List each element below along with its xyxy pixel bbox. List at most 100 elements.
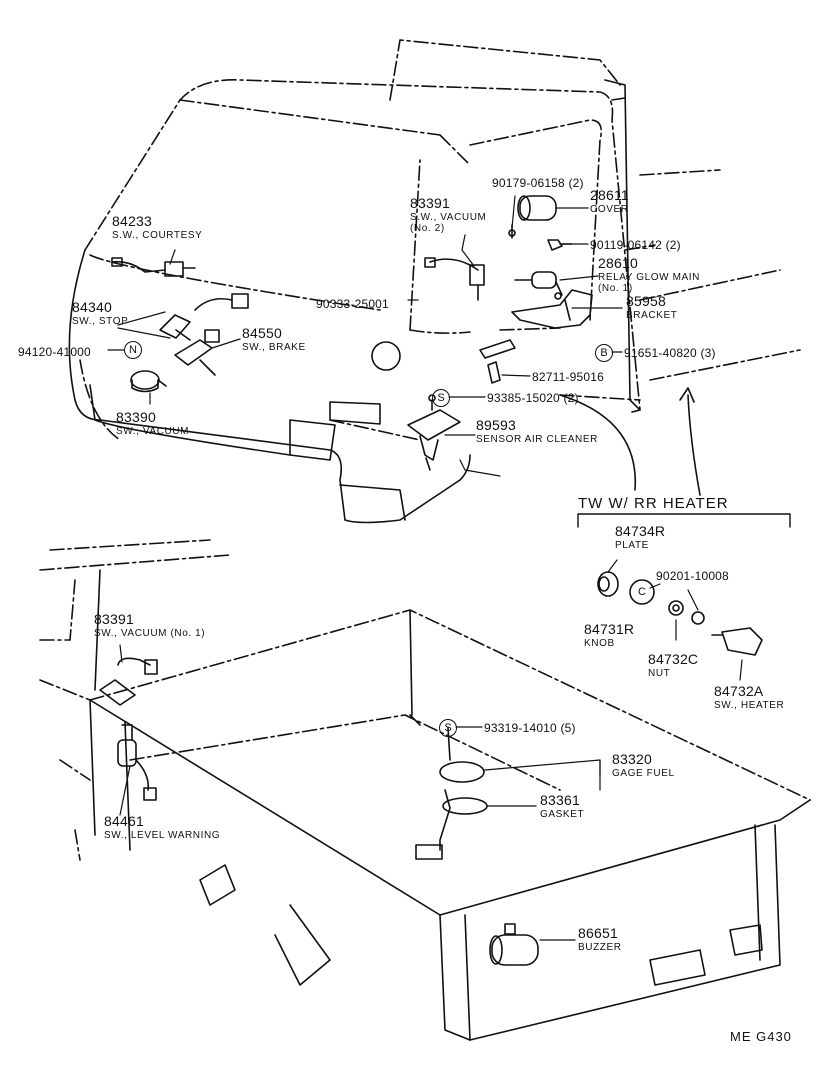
cab-outline: [79, 39, 641, 441]
heater-washer: [691, 611, 705, 625]
callout-s: S: [432, 389, 450, 407]
callout-n: N: [124, 341, 142, 359]
part-name: GAGE FUEL: [612, 768, 675, 779]
part-number: 84734R: [615, 523, 666, 539]
part-number: 83361: [540, 792, 580, 808]
buzzer-part: [489, 923, 539, 966]
rear-window: [409, 119, 603, 334]
part-name: SENSOR AIR CLEANER: [476, 434, 598, 445]
fuel-gage: [415, 727, 488, 860]
part-number: 86651: [578, 925, 618, 941]
part-name: SW., LEVEL WARNING: [104, 830, 221, 841]
part-name: SW., STOP: [72, 316, 129, 327]
part-number: 93319-14010 (5): [484, 721, 576, 735]
part-number: 93385-15020 (2): [487, 391, 579, 405]
part-name: BUZZER: [578, 942, 622, 953]
vacuum-switch: [130, 370, 167, 393]
part-name: SW., BRAKE: [242, 342, 306, 353]
label-91651: 91651-40820 (3): [624, 345, 716, 361]
cab-body-solid: [68, 79, 801, 524]
bracket-part: [511, 289, 593, 329]
label-84461: 84461 SW., LEVEL WARNING: [104, 814, 220, 841]
label-90201: 90201-10008: [656, 568, 729, 584]
label-90179: 90179-06158 (2): [492, 175, 584, 191]
part-number: 85958: [626, 293, 666, 309]
part-name: COVER: [590, 204, 629, 215]
part-number: 84340: [72, 299, 112, 315]
courtesy-switch: [111, 257, 196, 277]
part-number: 90333-25001: [316, 297, 389, 311]
cover-part: [508, 195, 557, 239]
part-name: SW., HEATER: [714, 700, 785, 711]
heater-arrow: [679, 387, 701, 496]
part-name: SW., VACUUM: [116, 426, 190, 437]
label-84734R: 84734R PLATE: [615, 524, 665, 551]
part-number: 28610: [598, 255, 638, 271]
label-86651: 86651 BUZZER: [578, 926, 622, 953]
heater-switch: [711, 627, 763, 656]
part-number: 82711-95016: [532, 370, 605, 384]
part-name: S.W., VACUUM: [410, 212, 487, 223]
heater-group-bracket: [577, 513, 791, 528]
part-number: 83391: [94, 611, 134, 627]
label-28610: 28610 RELAY GLOW MAIN (No. 1): [598, 256, 700, 294]
part-number: 89593: [476, 417, 516, 433]
part-name-detail: (No. 1): [598, 283, 633, 294]
label-28611: 28611 COVER: [590, 188, 629, 215]
label-93319: 93319-14010 (5): [484, 720, 576, 736]
heater-nut: [668, 600, 684, 616]
part-number: 83320: [612, 751, 652, 767]
part-name: PLATE: [615, 540, 649, 551]
vacuum-switch-no1: [99, 657, 158, 706]
vacuum-switch-no2: [424, 257, 485, 301]
leader-lines: [107, 195, 743, 941]
label-84732A: 84732A SW., HEATER: [714, 684, 784, 711]
label-84732C: 84732C NUT: [648, 652, 698, 679]
part-number: 90201-10008: [656, 569, 729, 583]
part-number: 84550: [242, 325, 282, 341]
label-84550: 84550 SW., BRAKE: [242, 326, 306, 353]
heater-group-title: TW W/ RR HEATER: [578, 495, 729, 512]
part-name: GASKET: [540, 809, 585, 820]
part-name: BRACKET: [626, 310, 678, 321]
air-cleaner-sensor: [407, 394, 461, 471]
callout-b: B: [595, 344, 613, 362]
label-90333: 90333-25001: [316, 296, 389, 312]
part-number: 28611: [590, 187, 629, 203]
label-83391-no1: 83391 SW., VACUUM (No. 1): [94, 612, 205, 639]
part-number: 84731R: [584, 621, 635, 637]
label-84731R: 84731R KNOB: [584, 622, 634, 649]
part-number: 84461: [104, 813, 144, 829]
part-number: 84732A: [714, 683, 764, 699]
part-name: S.W., COURTESY: [112, 230, 203, 241]
label-83361: 83361 GASKET: [540, 793, 584, 820]
relay-part: [514, 271, 563, 300]
part-name: SW., VACUUM (No. 1): [94, 628, 206, 639]
part-number: 91651-40820 (3): [624, 346, 716, 360]
label-83320: 83320 GAGE FUEL: [612, 752, 675, 779]
callout-s-lower: S: [439, 719, 457, 737]
brake-switch: [174, 329, 220, 376]
label-82711: 82711-95016: [532, 369, 604, 385]
label-83391-no2: 83391 S.W., VACUUM (No. 2): [410, 196, 486, 234]
part-number: 90179-06158 (2): [492, 176, 584, 190]
label-84340: 84340 SW., STOP: [72, 300, 128, 327]
part-name-detail: (No. 2): [410, 223, 445, 234]
label-90119: 90119-06142 (2): [590, 237, 681, 253]
bed-outline: [39, 539, 811, 1041]
stop-switch: [159, 293, 249, 341]
part-number: 94120-41000: [18, 345, 91, 359]
label-89593: 89593 SENSOR AIR CLEANER: [476, 418, 598, 445]
part-name: KNOB: [584, 638, 615, 649]
heater-knob: [597, 571, 619, 597]
part-number: 84233: [112, 213, 152, 229]
label-93385: 93385-15020 (2): [487, 390, 579, 406]
part-number: 83391: [410, 195, 450, 211]
label-85958: 85958 BRACKET: [626, 294, 677, 321]
heater-plate: [629, 579, 655, 605]
part-number: 84732C: [648, 651, 699, 667]
part-number: 83390: [116, 409, 156, 425]
callout-c: C: [638, 586, 646, 598]
